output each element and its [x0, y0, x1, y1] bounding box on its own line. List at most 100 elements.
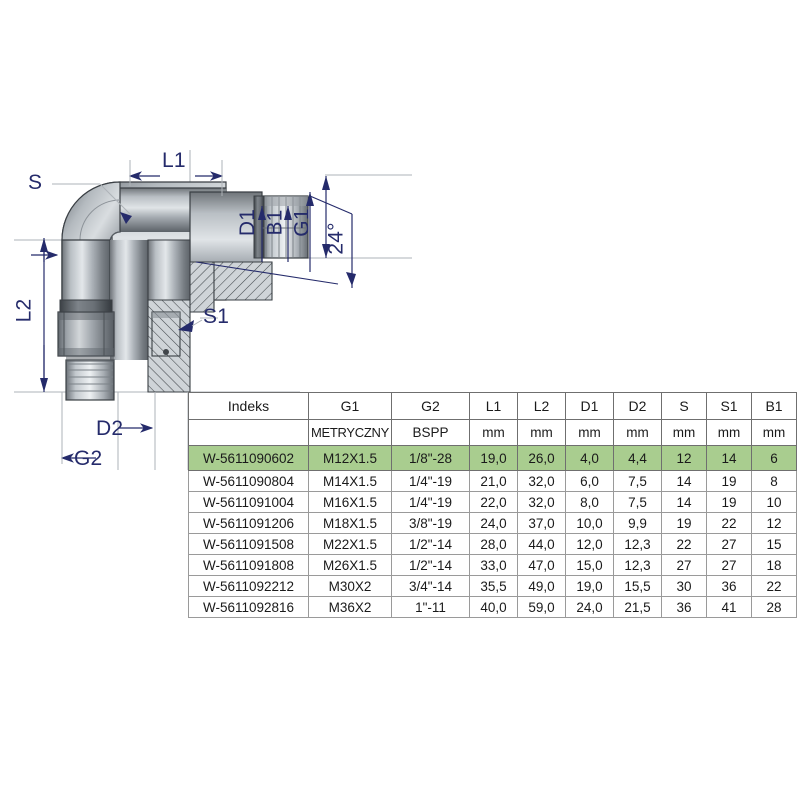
label-s: S — [28, 171, 43, 194]
cell-b1: 12 — [751, 512, 797, 534]
cell-g1: M14X1.5 — [308, 470, 392, 492]
label-g1: G1 — [290, 208, 314, 237]
label-g2: G2 — [74, 447, 103, 470]
thread-lines-right — [265, 197, 301, 257]
cell-g2: 3/4"-14 — [391, 575, 470, 597]
cell-d1: 24,0 — [565, 596, 614, 618]
label-d1: D1 — [236, 208, 260, 237]
cell-b1: 8 — [751, 470, 797, 492]
cell-l2: 47,0 — [517, 554, 566, 576]
cell-s: 27 — [661, 554, 707, 576]
unit-cell-d1: mm — [565, 419, 614, 446]
cell-s: 19 — [661, 512, 707, 534]
cell-d1: 6,0 — [565, 470, 614, 492]
cell-b1: 6 — [751, 445, 797, 471]
cell-g2: 1/4"-19 — [391, 491, 470, 513]
cell-l1: 22,0 — [469, 491, 518, 513]
cell-d1: 19,0 — [565, 575, 614, 597]
cell-index: W-5611091206 — [188, 512, 309, 534]
cell-l2: 59,0 — [517, 596, 566, 618]
cell-index: W-5611091808 — [188, 554, 309, 576]
cell-index: W-5611090804 — [188, 470, 309, 492]
label-l2: L2 — [12, 298, 36, 323]
cell-l2: 32,0 — [517, 491, 566, 513]
cell-index: W-5611091508 — [188, 533, 309, 555]
cell-l1: 19,0 — [469, 445, 518, 471]
cell-s1: 14 — [706, 445, 752, 471]
label-l1: L1 — [162, 149, 186, 172]
cell-g2: 1/8"-28 — [391, 445, 470, 471]
cell-d1: 12,0 — [565, 533, 614, 555]
cone-angle-leader — [195, 195, 353, 285]
unit-cell-g1: METRYCZNY — [308, 419, 392, 446]
unit-cell-s: mm — [661, 419, 707, 446]
cell-index: W-5611092816 — [188, 596, 309, 618]
horizontal-branch — [111, 187, 309, 313]
cell-b1: 18 — [751, 554, 797, 576]
column-header-g1: G1 — [308, 392, 392, 420]
unit-cell-s1: mm — [706, 419, 752, 446]
cell-d2: 7,5 — [613, 470, 662, 492]
cell-l2: 44,0 — [517, 533, 566, 555]
cell-index: W-5611092212 — [188, 575, 309, 597]
cell-index: W-5611091004 — [188, 491, 309, 513]
label-b1: B1 — [263, 209, 287, 236]
cell-d1: 15,0 — [565, 554, 614, 576]
cell-d2: 7,5 — [613, 491, 662, 513]
unit-cell-g2: BSPP — [391, 419, 470, 446]
cell-s: 12 — [661, 445, 707, 471]
cell-s1: 27 — [706, 533, 752, 555]
fitting-drawing-svg — [14, 150, 412, 470]
cell-d2: 15,5 — [613, 575, 662, 597]
unit-cell-b1: mm — [751, 419, 797, 446]
column-header-d2: D2 — [613, 392, 662, 420]
cell-l1: 33,0 — [469, 554, 518, 576]
cell-s1: 19 — [706, 491, 752, 513]
column-header-l1: L1 — [469, 392, 518, 420]
cell-g1: M30X2 — [308, 575, 392, 597]
cell-index: W-5611090602 — [188, 445, 309, 471]
cell-g1: M18X1.5 — [308, 512, 392, 534]
cell-s1: 22 — [706, 512, 752, 534]
cell-l2: 32,0 — [517, 470, 566, 492]
cell-l1: 35,5 — [469, 575, 518, 597]
column-header-g2: G2 — [391, 392, 470, 420]
cell-l1: 40,0 — [469, 596, 518, 618]
label-s1: S1 — [203, 305, 230, 328]
column-header-s: S — [661, 392, 707, 420]
cell-g1: M22X1.5 — [308, 533, 392, 555]
cell-d1: 4,0 — [565, 445, 614, 471]
cell-l1: 21,0 — [469, 470, 518, 492]
technical-drawing: S S1 L1 L2 D1 B1 G1 24° D2 G2 — [0, 0, 420, 500]
cell-b1: 22 — [751, 575, 797, 597]
unit-cell-indeks — [188, 419, 309, 446]
cell-d2: 9,9 — [613, 512, 662, 534]
cell-g2: 3/8"-19 — [391, 512, 470, 534]
cell-l2: 37,0 — [517, 512, 566, 534]
cell-s1: 27 — [706, 554, 752, 576]
cell-d2: 21,5 — [613, 596, 662, 618]
cell-d2: 12,3 — [613, 554, 662, 576]
cell-d1: 10,0 — [565, 512, 614, 534]
column-header-l2: L2 — [517, 392, 566, 420]
cell-b1: 28 — [751, 596, 797, 618]
thread-lines-bottom — [67, 363, 113, 392]
cell-g1: M36X2 — [308, 596, 392, 618]
cell-l1: 28,0 — [469, 533, 518, 555]
cell-s: 22 — [661, 533, 707, 555]
cell-d1: 8,0 — [565, 491, 614, 513]
cell-g1: M16X1.5 — [308, 491, 392, 513]
